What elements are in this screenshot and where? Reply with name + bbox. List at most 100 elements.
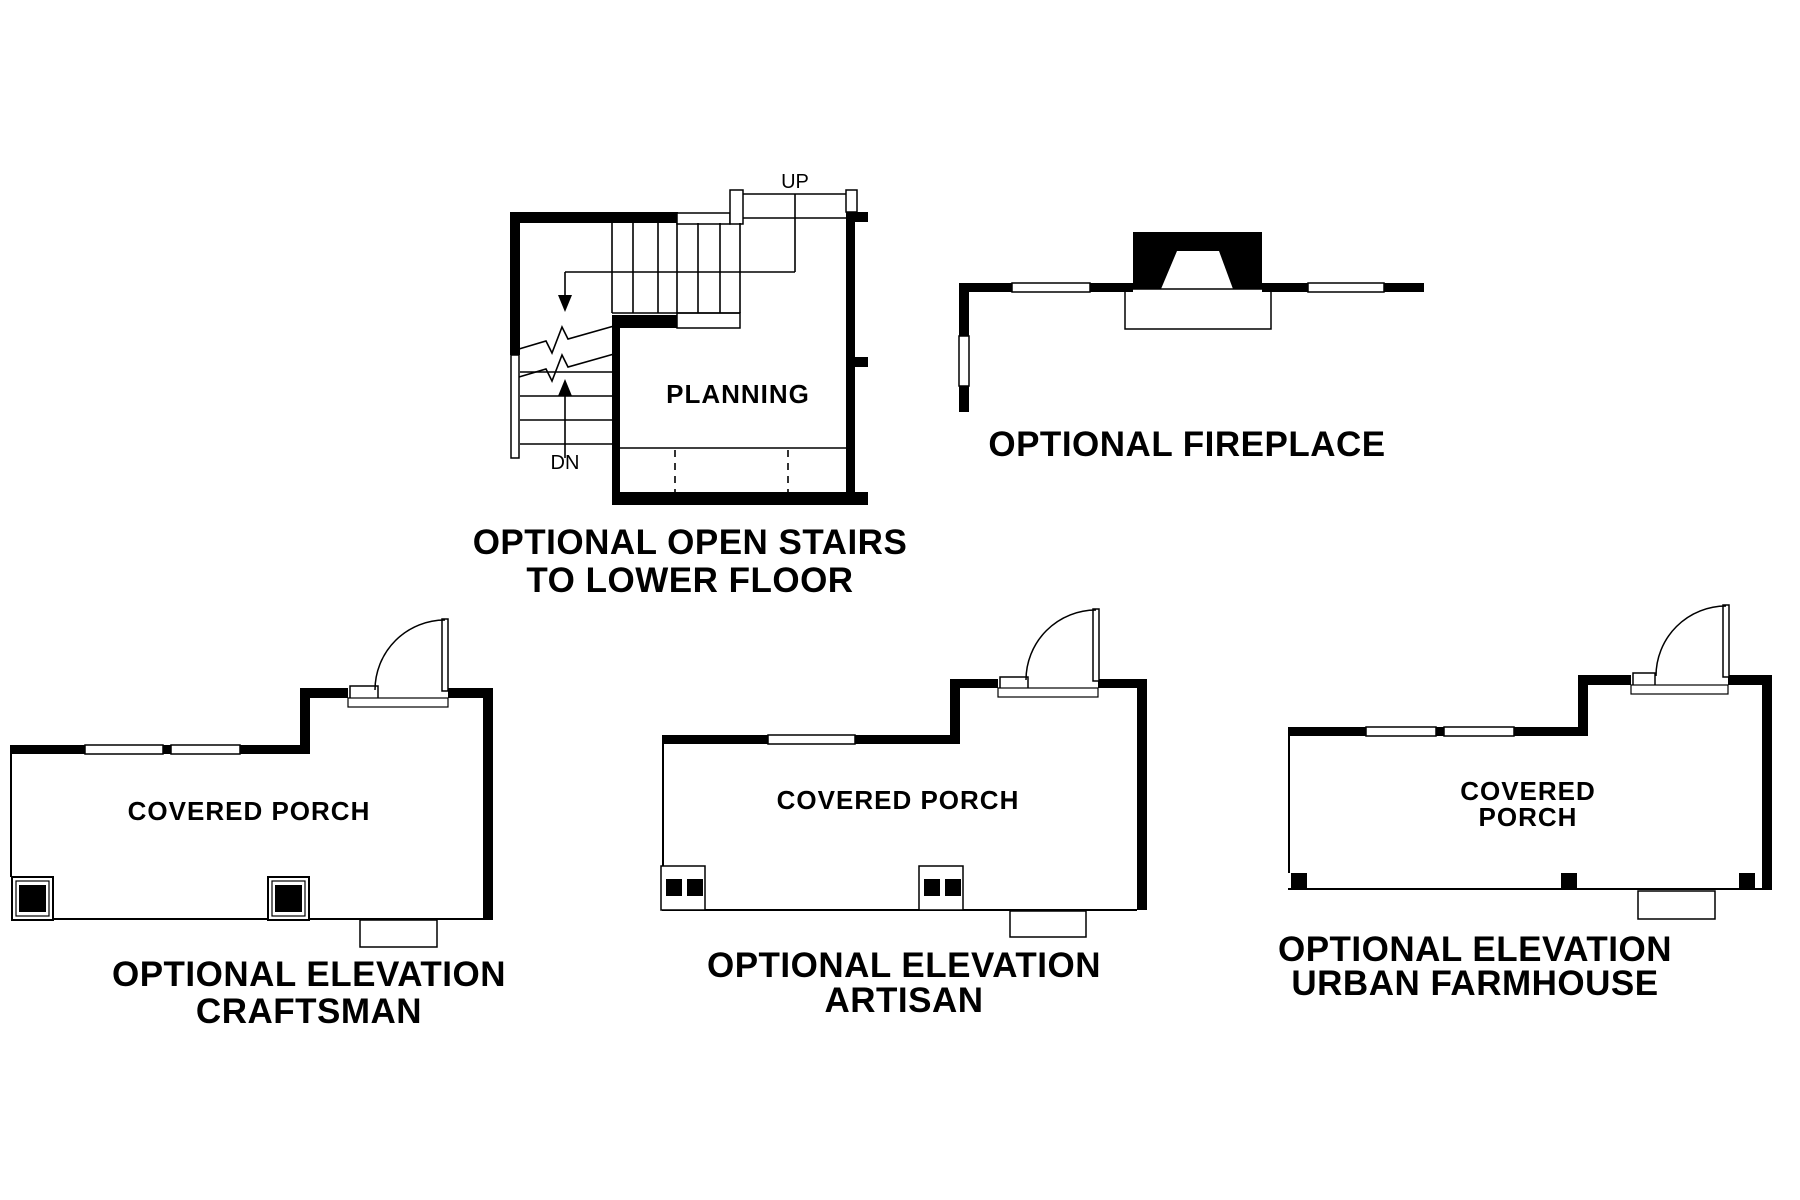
door-recess	[1630, 684, 1729, 695]
wall	[1090, 283, 1133, 292]
door-leaf	[441, 618, 449, 692]
stair-newel-post	[845, 189, 858, 213]
porch-pier-post	[945, 879, 961, 896]
urban-caption-line2: URBAN FARMHOUSE	[1291, 964, 1659, 1003]
window	[1443, 726, 1515, 737]
window	[170, 744, 241, 755]
planning-room-label: PLANNING	[666, 379, 810, 409]
planning-left-wall	[612, 315, 620, 497]
wall	[1384, 283, 1424, 292]
step	[359, 919, 438, 948]
wall	[662, 735, 768, 744]
artisan-caption-line2: ARTISAN	[824, 981, 984, 1020]
stairs-plan	[510, 189, 868, 505]
wall	[959, 283, 969, 336]
wall	[1514, 727, 1588, 736]
step	[1637, 890, 1716, 920]
wall	[1578, 675, 1588, 736]
door-swing-arc	[374, 619, 446, 691]
hearth	[1124, 288, 1272, 330]
wall	[959, 386, 969, 412]
porch-pier-post	[687, 879, 703, 896]
dn-label: DN	[550, 452, 580, 474]
fireplace-caption: OPTIONAL FIREPLACE	[988, 425, 1386, 464]
planning-right-wall	[846, 212, 855, 498]
wall	[300, 688, 310, 754]
porch-artisan-plan	[660, 608, 1147, 938]
window	[1307, 282, 1385, 293]
craftsman-caption-line2: CRAFTSMAN	[195, 992, 423, 1031]
wall	[10, 745, 85, 754]
window	[1011, 282, 1091, 293]
wall	[483, 688, 493, 920]
landing-stringer	[676, 312, 741, 329]
porch-pier-post	[666, 879, 682, 896]
stair-stringer-top	[676, 212, 731, 225]
firebox	[1161, 251, 1233, 289]
urban-room-label: COVERED PORCH	[1460, 778, 1596, 830]
wall	[960, 679, 998, 688]
wall	[1728, 675, 1772, 685]
craftsman-caption-line1: OPTIONAL ELEVATION	[111, 955, 507, 994]
porch-post	[1291, 873, 1307, 889]
porch-urban-farmhouse-plan	[1288, 604, 1772, 920]
door-recess	[997, 687, 1099, 698]
stair-newel-post	[729, 189, 744, 225]
wall	[1137, 679, 1147, 910]
up-label: UP	[781, 171, 809, 193]
porch-craftsman-plan	[10, 618, 493, 948]
door-swing-arc	[1655, 605, 1727, 677]
fireplace-plan	[958, 232, 1424, 412]
wall	[163, 745, 171, 754]
door-leaf	[1722, 604, 1730, 678]
stairs-top-wall	[510, 212, 678, 223]
window	[84, 744, 164, 755]
wall	[1588, 675, 1631, 685]
wall	[950, 679, 960, 744]
urban-caption: OPTIONAL ELEVATION URBAN FARMHOUSE	[1277, 930, 1673, 1003]
porch-column-frame	[271, 880, 306, 917]
step	[1009, 910, 1087, 938]
wall	[1262, 283, 1308, 292]
wall	[1436, 727, 1444, 736]
urban-room-label-line1: COVERED	[1460, 776, 1596, 806]
wall	[959, 283, 1012, 292]
door-leaf	[1092, 608, 1100, 682]
artisan-caption-line1: OPTIONAL ELEVATION	[706, 946, 1102, 985]
wall	[448, 688, 493, 698]
wall	[1098, 679, 1147, 688]
window	[958, 335, 970, 387]
wall	[855, 735, 960, 744]
break-line	[518, 325, 615, 355]
planning-bottom-wall	[612, 492, 868, 505]
stairs-caption-line2: TO LOWER FLOOR	[526, 561, 854, 600]
stairs-left-wall	[510, 212, 520, 355]
porch-column-core	[19, 885, 46, 912]
stairs-mid-wall	[612, 315, 677, 328]
porch-column-core	[275, 885, 302, 912]
artisan-caption: OPTIONAL ELEVATION ARTISAN	[707, 948, 1101, 1018]
artisan-room-label: COVERED PORCH	[776, 785, 1020, 815]
craftsman-room-label: COVERED PORCH	[127, 796, 371, 826]
wall	[1288, 727, 1366, 736]
down-arrow-icon	[558, 295, 572, 312]
wall	[240, 745, 300, 754]
door-recess	[347, 697, 449, 708]
window	[1365, 726, 1437, 737]
stairs-caption: OPTIONAL OPEN STAIRS TO LOWER FLOOR	[473, 524, 908, 600]
porch-column-frame	[15, 880, 50, 917]
urban-room-label-line2: PORCH	[1478, 802, 1578, 832]
window	[767, 734, 856, 745]
door-swing-arc	[1025, 609, 1097, 681]
porch-post	[1739, 873, 1755, 889]
porch-post	[1561, 873, 1577, 889]
urban-caption-line1: OPTIONAL ELEVATION	[1277, 930, 1673, 969]
stairs-left-stringer	[510, 354, 520, 459]
wall	[310, 688, 348, 698]
porch-pier-post	[924, 879, 940, 896]
right-wall-stub	[846, 212, 868, 222]
craftsman-caption: OPTIONAL ELEVATION CRAFTSMAN	[112, 956, 506, 1030]
stairs-caption-line1: OPTIONAL OPEN STAIRS	[472, 523, 908, 562]
